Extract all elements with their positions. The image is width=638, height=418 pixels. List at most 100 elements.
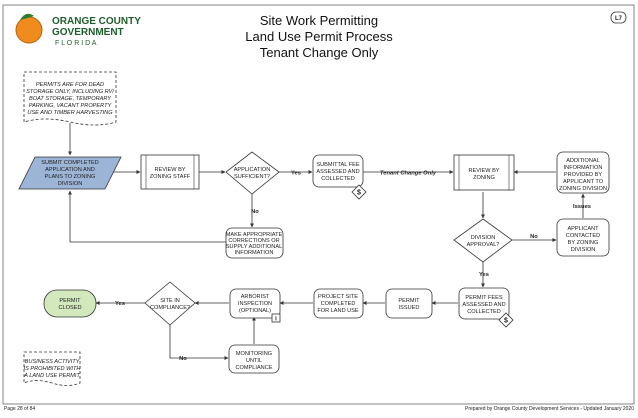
node-text: ARBORIST — [241, 294, 270, 300]
page-title: Site Work Permitting — [260, 13, 378, 28]
node-text: ADDITIONAL — [566, 158, 600, 164]
footer-prepared-by: Prepared by Orange County Development Se… — [465, 406, 634, 412]
node-submit-application — [18, 156, 122, 190]
node-permit-fees — [458, 287, 510, 320]
leaf-icon — [20, 13, 34, 20]
node-division-approval — [453, 218, 513, 263]
node-text: DIVISION — [571, 247, 596, 253]
label-yes-division: Yes — [479, 272, 489, 278]
node-text: INFORMATION — [235, 250, 274, 256]
page-badge — [610, 11, 627, 24]
note-business-line: BUSINESS ACTIVITY — [25, 359, 81, 365]
note-business-line: A LAND USE PERMIT — [23, 373, 80, 379]
info-icon-label: i — [275, 317, 277, 323]
node-make-corrections — [225, 227, 284, 259]
label-no-division: No — [530, 234, 538, 240]
node-text: PERMIT FEES — [465, 295, 502, 301]
node-review-zoning-staff — [140, 154, 200, 190]
node-text: UNTIL — [246, 358, 262, 364]
node-text: ASSESSED AND — [462, 302, 505, 308]
note-permits-line: BOAT STORAGE, TEMPORARY — [29, 96, 112, 102]
node-permit-issued — [385, 288, 433, 319]
node-text: COMPLIANCE? — [150, 305, 190, 311]
node-text: PERMIT — [398, 298, 420, 304]
node-text: CORRECTIONS OR — [228, 238, 279, 244]
logo-line2: GOVERNMENT — [52, 27, 124, 38]
page-subtitle-1: Land Use Permit Process — [245, 29, 393, 44]
label-tenant-change: Tenant Change Only — [380, 171, 437, 177]
node-text: SUBMIT COMPLETED — [41, 160, 98, 166]
node-text: ZONING — [473, 175, 495, 181]
node-permit-closed — [43, 289, 97, 318]
node-text: COMPLETED — [321, 301, 356, 307]
node-text: ZONING STAFF — [150, 174, 191, 180]
node-text: PLANS TO ZONING — [45, 174, 96, 180]
node-text: SUFFICIENT? — [234, 174, 270, 180]
node-applicant-contacted — [556, 218, 610, 257]
label-yes-compliance: Yes — [115, 301, 125, 307]
node-text: INSPECTION — [238, 301, 272, 307]
node-text: COLLECTED — [467, 309, 501, 315]
label-no-compliance: No — [179, 356, 187, 362]
node-review-zoning — [453, 154, 515, 191]
note-permits-line: USE AND TIMBER HARVESTING — [27, 110, 113, 116]
node-text: APPROVAL? — [467, 242, 500, 248]
note-permits-for — [23, 71, 117, 126]
page-badge-label: L7 — [615, 16, 623, 22]
logo-line3: F L O R I D A — [55, 40, 97, 47]
note-business-line: IS PROHIBITED WITH — [24, 366, 82, 372]
node-text: SITE IN — [160, 298, 180, 304]
fee-dollar-icon — [498, 312, 514, 328]
note-permits-line: PARKING, VACANT PROPERTY — [29, 103, 113, 109]
node-text: MAKE APPROPRIATE — [226, 232, 283, 238]
node-text: PROJECT SITE — [318, 294, 358, 300]
node-text: PERMIT — [59, 298, 81, 304]
label-yes-application: Yes — [291, 171, 301, 177]
node-application-sufficient — [225, 151, 280, 195]
node-monitoring — [228, 344, 280, 374]
node-text: APPLICATION — [234, 167, 271, 173]
node-text: FOR LAND USE — [317, 308, 359, 314]
node-text: CLOSED — [58, 305, 81, 311]
node-text: DIVISION — [471, 235, 496, 241]
node-text: ISSUED — [399, 305, 420, 311]
note-permits-line: PERMITS ARE FOR DEAD — [36, 82, 104, 88]
node-text: DIVISION — [58, 181, 83, 187]
edge-corrections-to-submit — [68, 190, 226, 243]
fee-dollar-label: $ — [357, 190, 361, 197]
node-text: APPLICANT TO — [563, 179, 604, 185]
county-logo: ORANGE COUNTY GOVERNMENT F L O R I D A — [15, 13, 141, 47]
node-text: SUPPLY ADDITIONAL — [226, 244, 282, 250]
node-submittal-fee — [312, 154, 364, 188]
label-issues: Issues — [573, 204, 591, 210]
note-business-activity — [23, 351, 81, 386]
info-icon — [271, 313, 281, 323]
node-text: BY ZONING — [568, 240, 599, 246]
page-subtitle-2: Tenant Change Only — [260, 45, 379, 60]
node-text: REVIEW BY — [468, 168, 499, 174]
node-text: ZONING DIVISION — [559, 186, 607, 192]
page-border — [2, 4, 635, 405]
edge-no-to-monitoring — [169, 325, 229, 360]
fee-dollar-label: $ — [504, 318, 508, 325]
node-text: PROVIDED BY — [564, 172, 603, 178]
note-permits-line: STORAGE ONLY, INCLUDING RV/ — [26, 89, 115, 95]
node-text: APPLICATION AND — [45, 167, 95, 173]
node-text: CONTACTED — [566, 233, 600, 239]
node-text: COMPLIANCE — [236, 365, 273, 371]
node-text: INFORMATION — [564, 165, 603, 171]
node-additional-information — [556, 151, 610, 194]
node-text: COLLECTED — [321, 176, 355, 182]
footer-page-number: Page 28 of 84 — [4, 406, 36, 412]
node-site-compliance — [144, 281, 196, 326]
node-project-site-completed — [313, 288, 364, 319]
logo-line1: ORANGE COUNTY — [52, 16, 141, 27]
node-text: (OPTIONAL) — [239, 308, 271, 314]
fee-dollar-icon — [351, 184, 367, 200]
label-no-application: No — [251, 209, 259, 215]
node-arborist-inspection — [229, 288, 281, 319]
node-text: ASSESSED AND — [316, 169, 359, 175]
node-text: SUBMITTAL FEE — [316, 162, 359, 168]
